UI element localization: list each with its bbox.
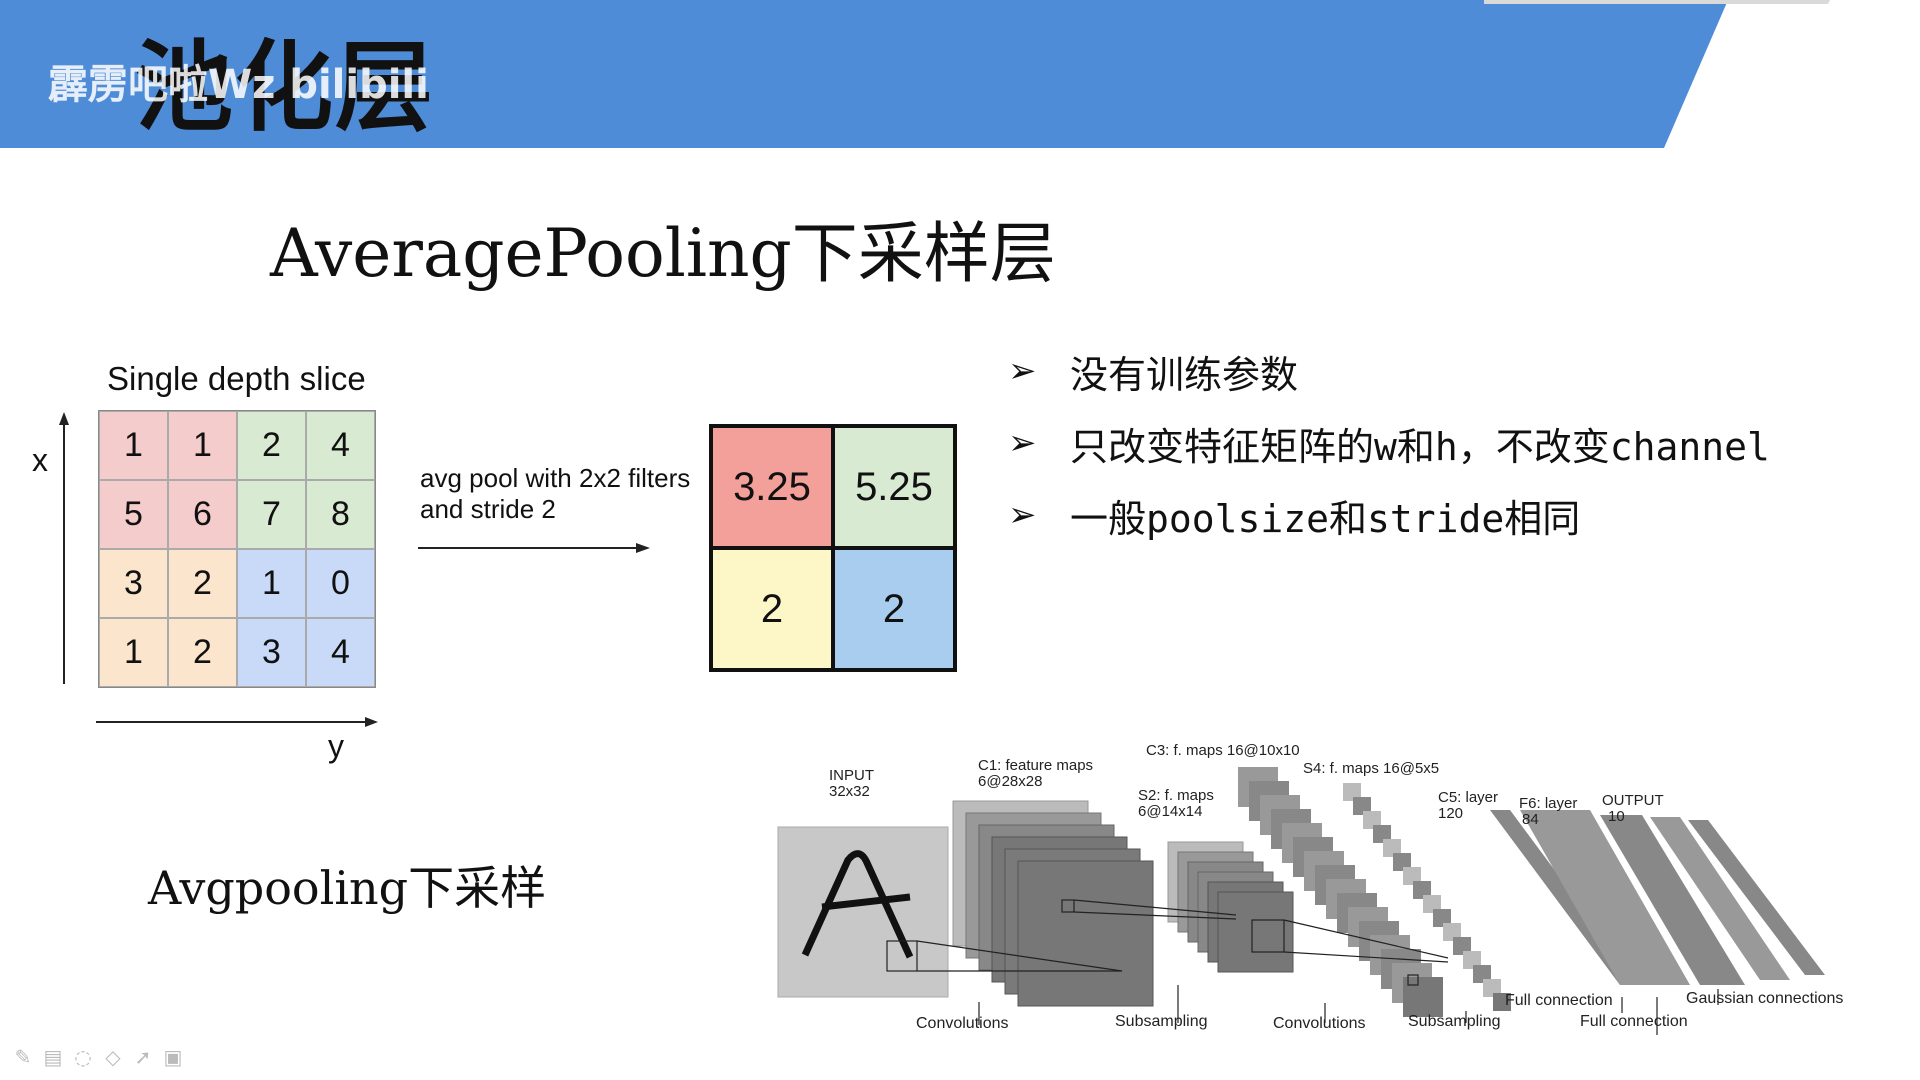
x-axis-label: x bbox=[32, 442, 48, 478]
f6-layer bbox=[1600, 815, 1745, 985]
highlighter-icon[interactable]: ◇ bbox=[105, 1045, 121, 1069]
input-cell: 1 bbox=[99, 411, 168, 480]
bullet-item: ➢ 一般poolsize和stride相同 bbox=[1008, 479, 1770, 551]
slide-title: 池化层 bbox=[135, 31, 436, 145]
f6-to-output-band bbox=[1650, 817, 1790, 980]
arrow-bullet-icon: ➢ bbox=[1008, 351, 1037, 391]
operation-line-1: avg pool with 2x2 filters bbox=[420, 463, 691, 493]
input-cell: 6 bbox=[168, 480, 237, 549]
input-cell: 2 bbox=[237, 411, 306, 480]
header-blue-shape bbox=[0, 0, 1728, 148]
input-cell: 4 bbox=[306, 618, 375, 687]
output-cell: 3.25 bbox=[711, 426, 833, 548]
input-cell: 2 bbox=[168, 618, 237, 687]
input-cell: 3 bbox=[237, 618, 306, 687]
pen-icon[interactable]: ✎ bbox=[14, 1045, 32, 1069]
operation-description: avg pool with 2x2 filters and stride 2 bbox=[420, 463, 690, 525]
y-axis-arrowhead bbox=[365, 717, 378, 727]
bullet-text: 一般poolsize和stride相同 bbox=[1070, 496, 1581, 541]
lenet-subsampling-1: Subsampling bbox=[1115, 1013, 1208, 1030]
bullet-item: ➢ 只改变特征矩阵的w和h，不改变channel bbox=[1008, 407, 1770, 479]
eraser-icon[interactable]: ◌ bbox=[74, 1045, 92, 1069]
pool-arrowhead bbox=[636, 543, 650, 553]
input-cell: 1 bbox=[168, 411, 237, 480]
lenet-s2-size: 6@14x14 bbox=[1138, 803, 1202, 820]
input-cell: 5 bbox=[99, 480, 168, 549]
bullet-item: ➢ 没有训练参数 bbox=[1008, 335, 1770, 407]
axis-arrows bbox=[59, 412, 650, 727]
lenet-subsampling-2: Subsampling bbox=[1408, 1013, 1501, 1030]
watermark: 霹雳吧啦Wz bilibili bbox=[48, 62, 429, 108]
c5-to-f6-band bbox=[1520, 810, 1690, 985]
header-top-strip bbox=[1484, 0, 1830, 4]
lenet-s4-label: S4: f. maps 16@5x5 bbox=[1303, 760, 1439, 777]
lenet-full-connection-2: Full connection bbox=[1580, 1013, 1688, 1030]
keyboard-icon[interactable]: ▤ bbox=[43, 1045, 63, 1069]
x-axis-arrowhead bbox=[59, 412, 69, 425]
lenet-input-size: 32x32 bbox=[829, 783, 870, 800]
input-cell: 1 bbox=[99, 618, 168, 687]
lenet-full-connection-1: Full connection bbox=[1505, 992, 1613, 1009]
pointer-icon[interactable]: ➚ bbox=[134, 1045, 152, 1069]
c1-feature-maps bbox=[952, 800, 1154, 1007]
operation-line-2: and stride 2 bbox=[420, 494, 556, 524]
c3-feature-maps bbox=[1238, 767, 1443, 1017]
lenet-c5-label: C5: layer bbox=[1438, 789, 1498, 806]
output-cell: 2 bbox=[711, 548, 833, 670]
lenet-convolutions-1: Convolutions bbox=[916, 1015, 1009, 1032]
lenet-c3-label: C3: f. maps 16@10x10 bbox=[1146, 742, 1300, 759]
s4-feature-maps bbox=[1343, 783, 1511, 1011]
label-ticks bbox=[978, 985, 1719, 1035]
slice-label: Single depth slice bbox=[107, 360, 366, 397]
lenet-c1-label: C1: feature maps bbox=[978, 757, 1093, 774]
lenet-gaussian-connections: Gaussian connections bbox=[1686, 990, 1843, 1007]
letter-a-stroke bbox=[801, 850, 914, 959]
bullet-text: 只改变特征矩阵的w和h，不改变channel bbox=[1070, 424, 1770, 469]
input-cell: 1 bbox=[237, 549, 306, 618]
lenet-input-label: INPUT bbox=[829, 767, 874, 784]
lenet-c5-size: 120 bbox=[1438, 805, 1463, 822]
bullet-text: 没有训练参数 bbox=[1070, 352, 1299, 397]
input-cell: 7 bbox=[237, 480, 306, 549]
letter-a-bar bbox=[821, 893, 911, 911]
lenet-convolutions-2: Convolutions bbox=[1273, 1015, 1366, 1032]
annotation-toolbar: ✎ ▤ ◌ ◇ ➚ ▣ bbox=[12, 1046, 184, 1068]
header-band bbox=[0, 0, 1830, 148]
s2-feature-maps bbox=[1167, 841, 1294, 973]
receptive-field-lines bbox=[886, 899, 1449, 986]
camera-icon[interactable]: ▣ bbox=[163, 1045, 183, 1069]
output-layer bbox=[1688, 820, 1825, 975]
bullet-list: ➢ 没有训练参数 ➢ 只改变特征矩阵的w和h，不改变channel ➢ 一般po… bbox=[1008, 335, 1770, 551]
input-cell: 3 bbox=[99, 549, 168, 618]
input-cell: 2 bbox=[168, 549, 237, 618]
lenet-diagram: INPUT 32x32 C1: feature maps 6@28x28 S2:… bbox=[777, 742, 1843, 1035]
output-cell: 5.25 bbox=[833, 426, 955, 548]
lenet-output-label: OUTPUT bbox=[1602, 792, 1664, 809]
arrow-bullet-icon: ➢ bbox=[1008, 495, 1037, 535]
avgpooling-caption: Avgpooling下采样 bbox=[148, 861, 547, 915]
lenet-s2-label: S2: f. maps bbox=[1138, 787, 1214, 804]
input-cell: 0 bbox=[306, 549, 375, 618]
slide-subtitle: AveragePooling下采样层 bbox=[270, 215, 1056, 292]
output-cell: 2 bbox=[833, 548, 955, 670]
input-cell: 4 bbox=[306, 411, 375, 480]
arrow-bullet-icon: ➢ bbox=[1008, 423, 1037, 463]
lenet-f6-label: F6: layer bbox=[1519, 795, 1577, 812]
lenet-c1-size: 6@28x28 bbox=[978, 773, 1042, 790]
lenet-output-size: 10 bbox=[1608, 808, 1625, 825]
lenet-f6-size: 84 bbox=[1522, 811, 1539, 828]
y-axis-label: y bbox=[328, 728, 344, 764]
input-cell: 8 bbox=[306, 480, 375, 549]
